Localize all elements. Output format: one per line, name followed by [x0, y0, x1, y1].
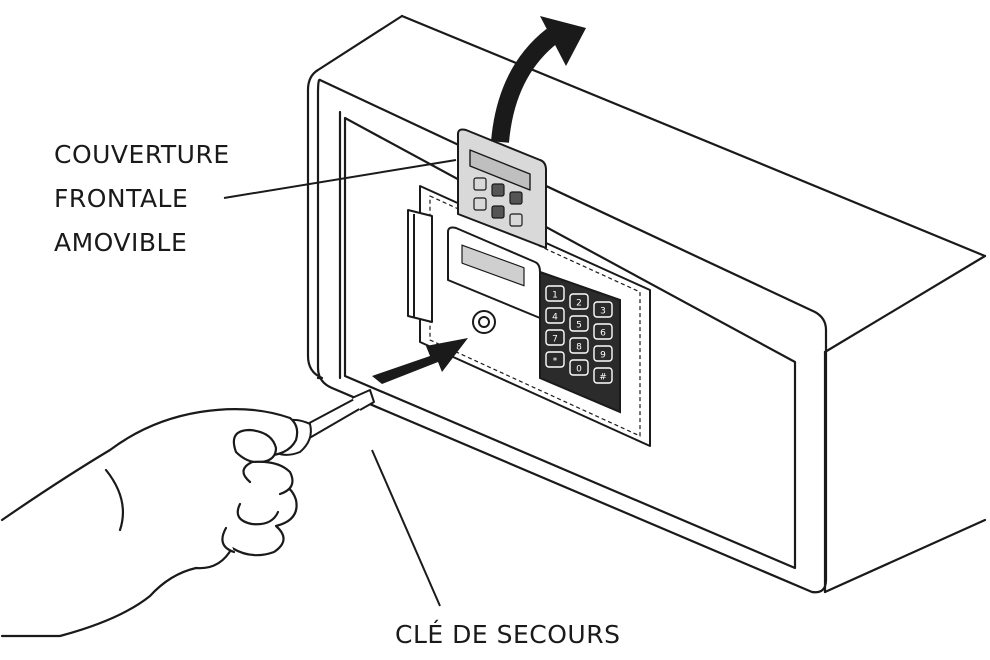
- safe-front-frame: [316, 78, 828, 594]
- keypad-key-label: #: [599, 373, 607, 383]
- keypad-key[interactable]: [593, 323, 613, 340]
- removable-front-cover: [457, 128, 547, 249]
- keypad-key-label: 0: [576, 365, 582, 375]
- safe-body-outline: [306, 14, 404, 380]
- keypad-key[interactable]: [569, 315, 589, 332]
- keypad-key[interactable]: [569, 337, 589, 354]
- safe-door-inner: [343, 116, 797, 570]
- keypad-key[interactable]: [569, 293, 589, 310]
- keypad-key-label: 2: [576, 299, 582, 309]
- hand-holding-key-icon: [0, 408, 299, 638]
- keypad-key-label: *: [553, 357, 558, 367]
- cover-label-line-2: FRONTALE: [54, 184, 189, 213]
- keypad-key-label: 4: [552, 313, 558, 323]
- key-leader-line: [371, 449, 441, 607]
- safe-top-edge: [400, 14, 987, 258]
- curved-up-arrow-icon: [491, 16, 586, 143]
- keypad-key[interactable]: [545, 307, 565, 324]
- cover-leader-line: [223, 159, 457, 199]
- keypad[interactable]: 1 2 3 4 5 6 7 8 9 * 0 #: [539, 270, 621, 414]
- cover-label-line-3: AMOVIBLE: [54, 228, 188, 257]
- keypad-key[interactable]: [545, 351, 565, 368]
- keypad-key[interactable]: [593, 367, 613, 384]
- keypad-key-label: 7: [552, 335, 558, 345]
- safe-right-front-edge: [823, 254, 987, 354]
- safe-handle: [407, 209, 433, 323]
- keypad-key-label: 1: [552, 291, 558, 301]
- keypad-key[interactable]: [569, 359, 589, 376]
- keypad-key[interactable]: [545, 285, 565, 302]
- keypad-key-label: 6: [600, 329, 606, 339]
- straight-arrow-icon: [372, 338, 468, 384]
- keypad-key-label: 9: [600, 351, 606, 361]
- emergency-key-label: CLÉ DE SECOURS: [395, 620, 621, 649]
- keypad-key[interactable]: [593, 301, 613, 318]
- keypad-key-label: 3: [600, 307, 606, 317]
- keypad-key[interactable]: [593, 345, 613, 362]
- safe-bottom-edge: [823, 518, 987, 594]
- cover-label-line-1: COUVERTURE: [54, 140, 230, 169]
- keypad-key-label: 8: [576, 343, 582, 353]
- keypad-key[interactable]: [545, 329, 565, 346]
- keypad-key-label: 5: [576, 321, 582, 331]
